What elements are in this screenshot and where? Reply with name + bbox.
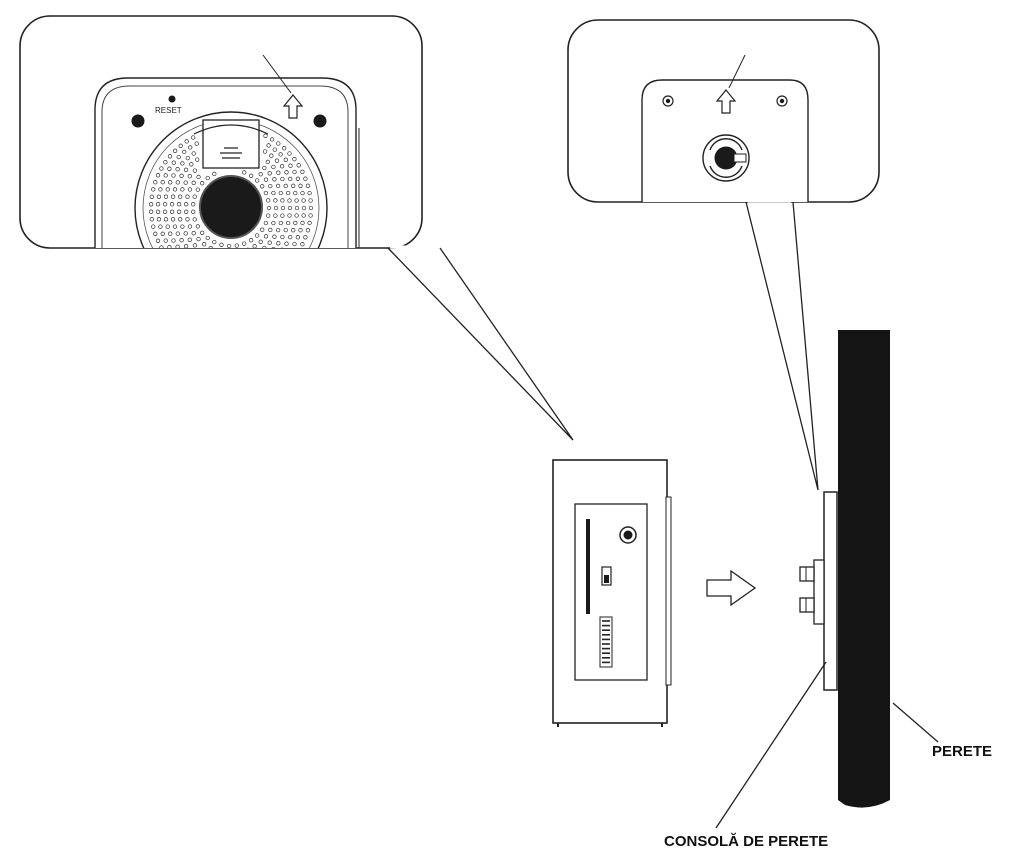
up-arrow-left-pointer: [262, 54, 292, 94]
mount-hole-center: [199, 175, 263, 239]
wall-bracket: [799, 491, 838, 691]
reset-label: RESET: [155, 106, 182, 115]
up-arrow-right: [715, 89, 737, 114]
callout-pointer-left: [387, 247, 574, 441]
bracket-front-detail: [641, 79, 809, 202]
bracket-leader-line: [715, 661, 827, 829]
callout-pointer-right: [745, 201, 819, 491]
reset-button: [168, 95, 176, 103]
up-arrow-left: [282, 94, 304, 119]
device-dip-switches: [599, 616, 613, 668]
wall: [838, 330, 890, 808]
wall-leader-line: [892, 702, 939, 743]
screw-hole-right: [313, 114, 327, 128]
wall-bracket-label: CONSOLĂ DE PERETE: [664, 833, 828, 850]
speaker-grille: [148, 133, 314, 248]
reset-tab: [202, 119, 260, 169]
wall-label: PERETE: [932, 743, 992, 760]
up-arrow-right-pointer: [728, 54, 746, 89]
device-slot: [586, 519, 590, 614]
mount-direction-arrow: [706, 569, 757, 607]
screw-hole-left: [131, 114, 145, 128]
device-back-detail: [94, 77, 360, 248]
device-body: [552, 459, 672, 727]
